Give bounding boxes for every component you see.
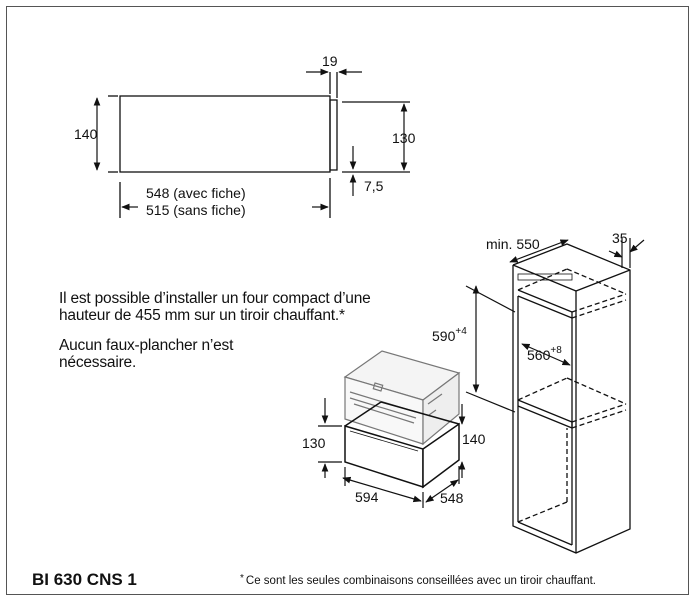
dim-130-drawer: 130 — [302, 435, 326, 451]
model-number: BI 630 CNS 1 — [32, 570, 137, 589]
drawer-front-panel — [329, 99, 338, 171]
drawer-side-view — [108, 72, 410, 218]
dim-35: 35 — [612, 230, 628, 246]
dim-7-5: 7,5 — [364, 178, 384, 194]
dim-548-width: 548 (avec fiche) — [146, 185, 246, 201]
dim-560: 560+8 — [527, 345, 562, 363]
note-line-4: nécessaire. — [59, 354, 137, 371]
footnote-star: * — [240, 573, 244, 584]
cabinet-dimension-lines — [465, 238, 645, 413]
floor-note: Aucun faux-plancher n’est nécessaire. — [59, 337, 233, 371]
dim-548-depth: 548 — [440, 490, 464, 506]
compact-oven — [343, 350, 461, 446]
note-line-1: Il est possible d’installer un four comp… — [59, 290, 371, 307]
diagram-frame — [6, 6, 689, 595]
warming-drawer — [344, 401, 460, 489]
note-line-2: hauteur de 455 mm sur un tiroir chauffan… — [59, 307, 345, 324]
footnote-text: Ce sont les seules combinaisons conseill… — [245, 575, 596, 587]
dim-min-550: min. 550 — [486, 236, 540, 252]
tall-cabinet — [512, 243, 631, 554]
dim-19: 19 — [322, 53, 338, 69]
drawer-body — [119, 95, 331, 173]
note-line-3: Aucun faux-plancher n’est — [59, 337, 234, 354]
dim-515-width: 515 (sans fiche) — [146, 202, 246, 218]
dim-590: 590+4 — [432, 326, 467, 344]
dim-130-height: 130 — [392, 130, 416, 146]
installation-note: Il est possible d’installer un four comp… — [59, 290, 371, 324]
dim-594: 594 — [355, 489, 379, 505]
dim-140-height: 140 — [74, 126, 98, 142]
drawer-dimension-lines — [93, 68, 408, 211]
oven-dimension-lines — [318, 398, 466, 508]
dim-140-drawer: 140 — [462, 431, 486, 447]
footnote: *Ce sont les seules combinaisons conseil… — [240, 573, 596, 587]
